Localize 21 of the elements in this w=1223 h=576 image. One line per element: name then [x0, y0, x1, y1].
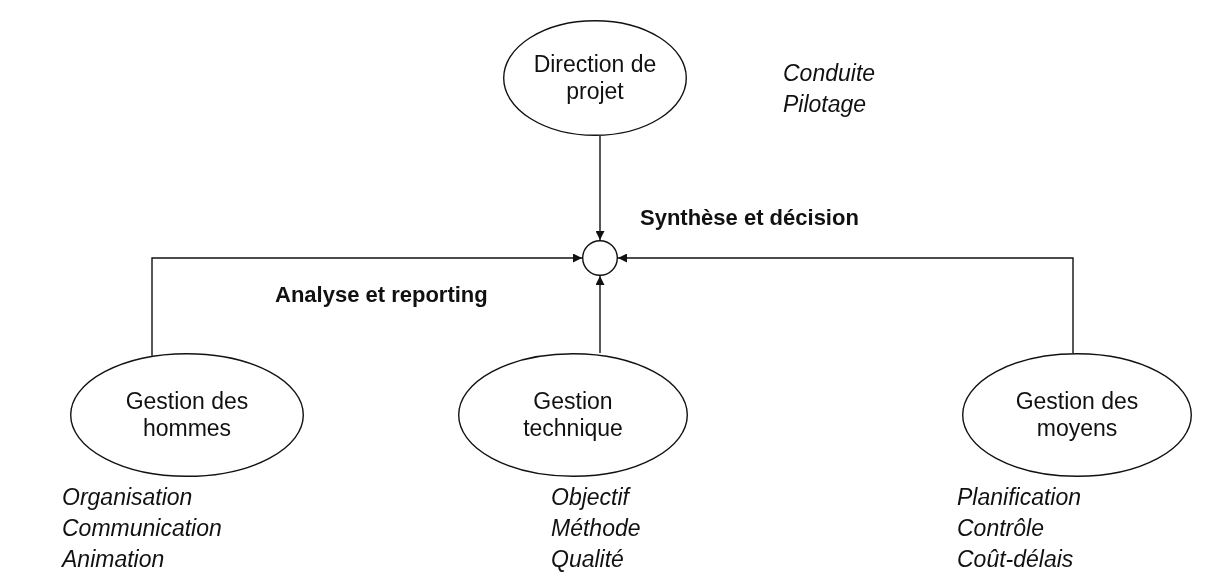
node-label: Direction de projet — [532, 51, 658, 105]
arrow — [595, 275, 605, 354]
arrow — [617, 253, 1074, 354]
node-label: Gestion des hommes — [124, 388, 250, 442]
node-label: Gestion des moyens — [1014, 388, 1140, 442]
keyword-text: Méthode — [551, 514, 641, 543]
keyword-text: Conduite — [783, 59, 876, 88]
keyword-text: Qualité — [551, 545, 625, 574]
keyword-text: Organisation — [62, 483, 194, 512]
node-label: Gestion technique — [522, 388, 624, 442]
keyword-text: Pilotage — [783, 90, 868, 119]
annotation-text: Synthèse et décision — [640, 205, 859, 231]
keyword-text: Communication — [62, 514, 222, 543]
annotation-text: Analyse et reporting — [275, 282, 488, 308]
keyword-text: Coût-délais — [957, 545, 1075, 574]
arrow — [151, 253, 583, 357]
keyword-text: Objectif — [551, 483, 632, 512]
keyword-text: Planification — [957, 483, 1082, 512]
keyword-text: Animation — [62, 545, 166, 574]
keyword-text: Contrôle — [957, 514, 1045, 543]
arrow — [595, 135, 605, 241]
